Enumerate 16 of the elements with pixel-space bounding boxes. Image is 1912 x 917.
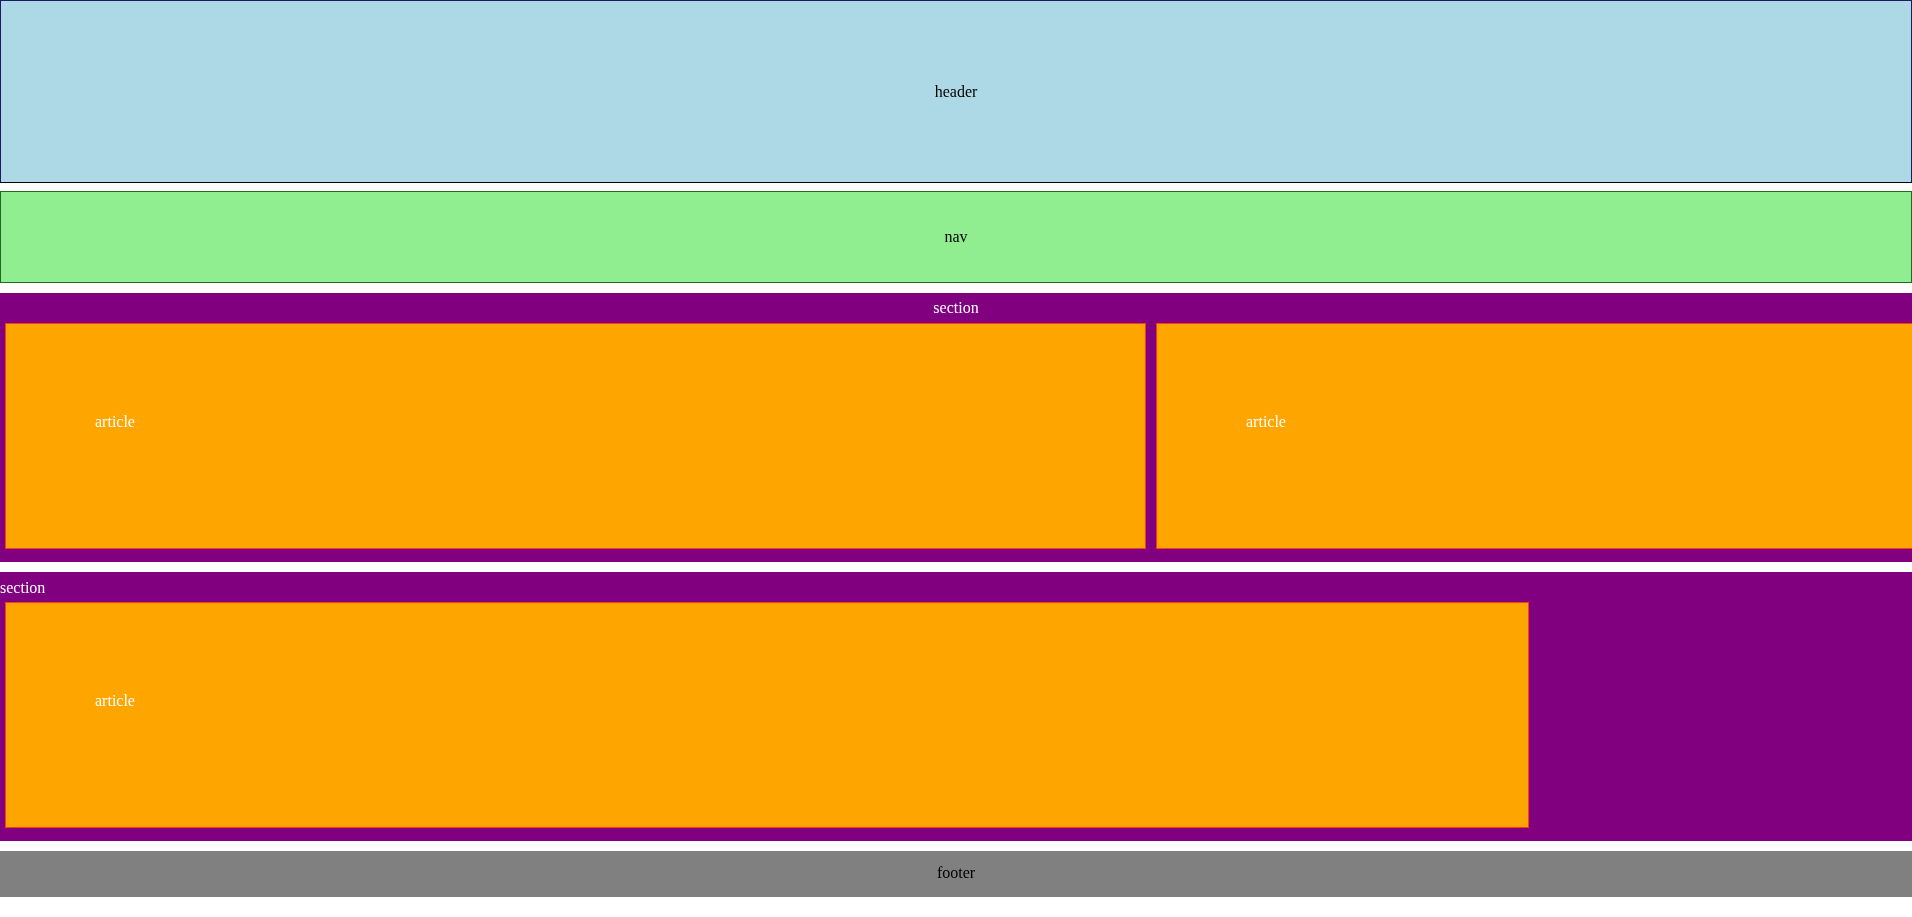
section-panel xyxy=(0,293,1912,562)
nav-label: nav xyxy=(944,228,968,246)
article-panel xyxy=(1156,323,1912,549)
article-panel xyxy=(5,323,1146,549)
article-label: article xyxy=(95,692,135,710)
footer-band xyxy=(0,851,1912,897)
article-panel xyxy=(5,602,1529,828)
section-panel xyxy=(0,572,1912,841)
article-label: article xyxy=(95,413,135,431)
header-band xyxy=(0,0,1912,183)
article-label: article xyxy=(1246,413,1286,431)
section-label: section xyxy=(933,299,979,317)
section-label: section xyxy=(0,579,46,597)
header-label: header xyxy=(934,83,978,101)
footer-label: footer xyxy=(936,864,976,882)
nav-band xyxy=(0,191,1912,283)
